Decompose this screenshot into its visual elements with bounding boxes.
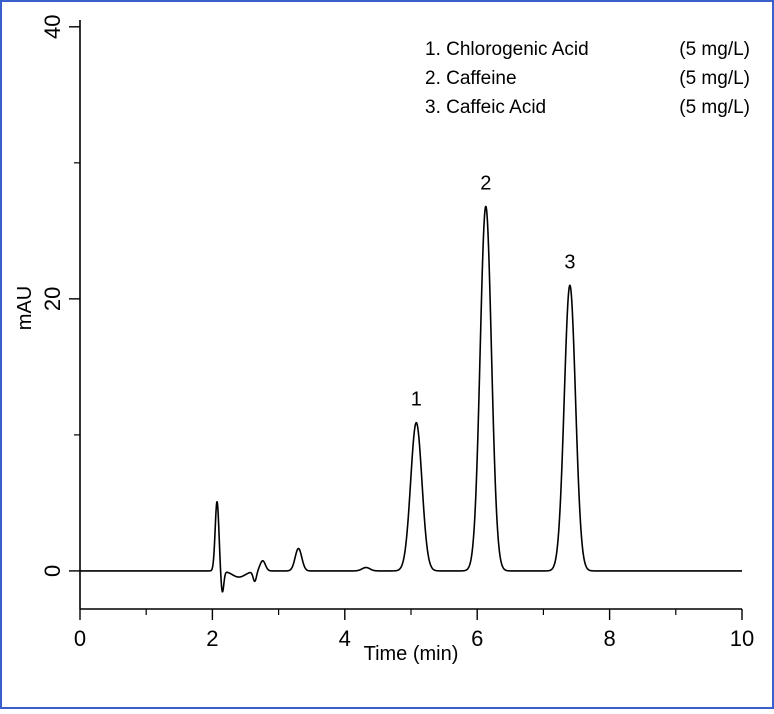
peak-label: 3: [564, 251, 575, 273]
x-tick-label: 0: [74, 626, 86, 651]
y-axis-title: mAU: [14, 286, 36, 330]
peak-labels: 1 2 3: [411, 172, 576, 410]
y-tick-label: 20: [40, 287, 65, 311]
peak-label: 1: [411, 389, 422, 411]
legend-entry-concentration: (5 mg/L): [679, 68, 750, 89]
x-tick-label: 2: [206, 626, 218, 651]
legend-entry-name: 2. Caffeine: [425, 68, 517, 89]
peak-label: 2: [480, 172, 491, 194]
x-tick-label: 8: [603, 626, 615, 651]
y-tick-label: 0: [40, 565, 65, 577]
x-tick-label: 10: [730, 626, 754, 651]
chromatogram-trace: [79, 205, 743, 593]
legend: 1. Chlorogenic Acid (5 mg/L) 2. Caffeine (5…: [425, 39, 750, 118]
x-tick-label: 6: [471, 626, 483, 651]
legend-entry-concentration: (5 mg/L): [679, 97, 750, 118]
legend-entry-name: 1. Chlorogenic Acid: [425, 39, 589, 60]
legend-entry-concentration: (5 mg/L): [679, 39, 750, 60]
legend-entry-name: 3. Caffeic Acid: [425, 97, 546, 118]
x-tick-label: 4: [339, 626, 351, 651]
y-tick-label: 40: [40, 15, 65, 39]
x-axis-title: Time (min): [364, 643, 459, 665]
axes: 0 2 4 6 8 10 0 20 40: [40, 15, 754, 651]
